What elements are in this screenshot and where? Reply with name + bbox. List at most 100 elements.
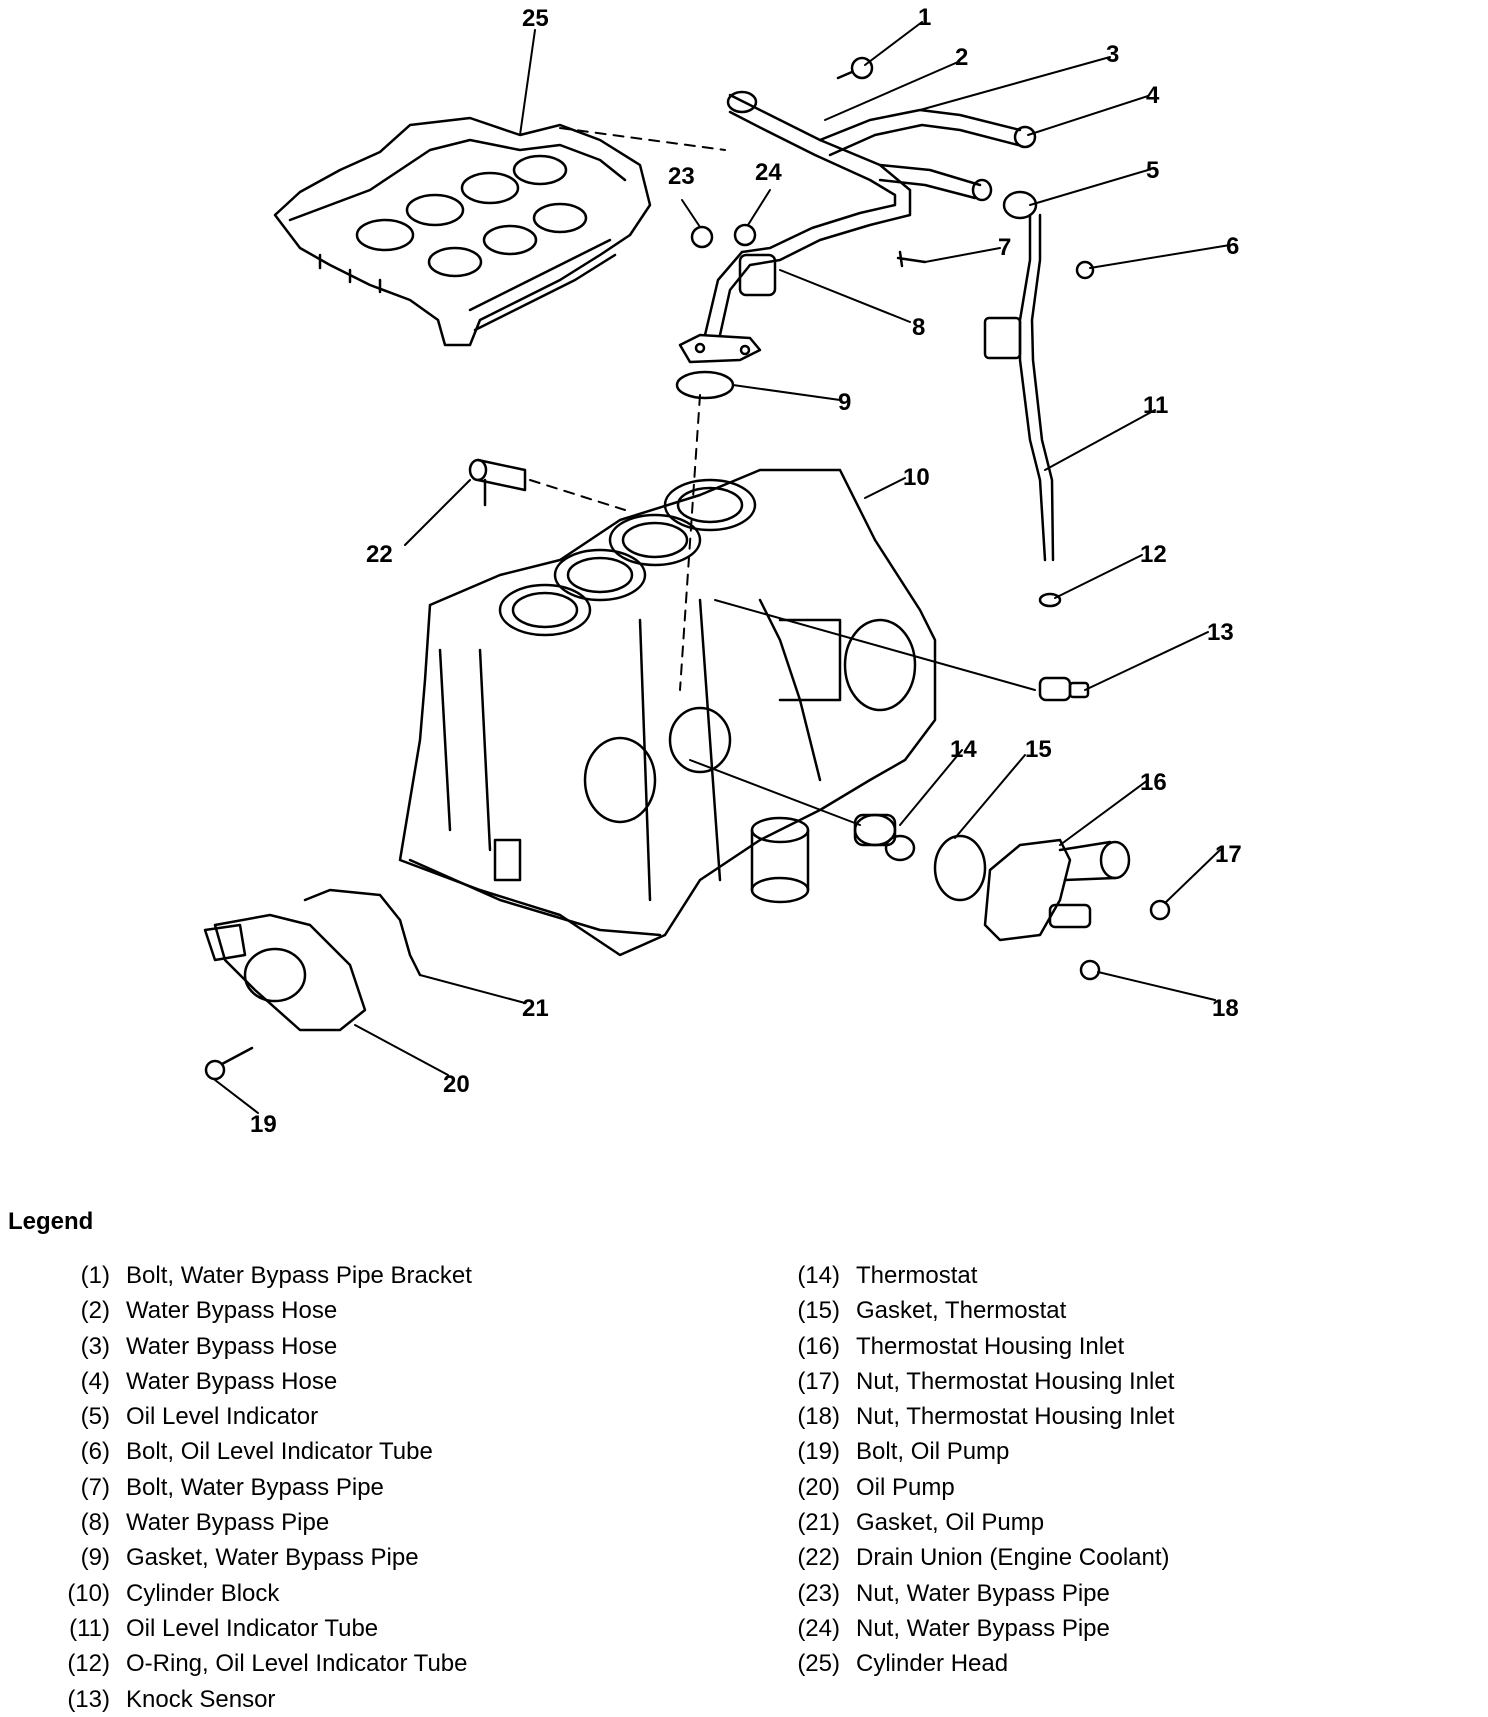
- legend-item-label: Knock Sensor: [126, 1685, 276, 1713]
- legend-item-label: Oil Level Indicator: [126, 1403, 319, 1431]
- legend-item: (23) Nut, Water Bypass Pipe: [780, 1576, 1174, 1611]
- legend-item-number: (15): [797, 1297, 840, 1325]
- legend-item-number: (20): [797, 1473, 840, 1501]
- thermostat-part: [853, 813, 916, 862]
- callout-15: 15: [1025, 736, 1052, 763]
- callout-3: 3: [1106, 41, 1119, 68]
- legend-item-number: (19): [797, 1438, 840, 1466]
- legend-item-label: Gasket, Water Bypass Pipe: [126, 1544, 419, 1572]
- nut-17-part: [1149, 899, 1171, 921]
- legend-item: (19) Bolt, Oil Pump: [780, 1434, 1174, 1469]
- legend-item-label: Water Bypass Hose: [126, 1297, 338, 1325]
- oil-level-indicator-part: [983, 190, 1095, 562]
- legend-item-label: Water Bypass Hose: [126, 1332, 338, 1360]
- exploded-view-diagram: 1 2 3 4 5 6 7 8 9 10 11 12 13 14 15 16 1…: [203, 4, 1242, 1138]
- legend-item-number: (4): [80, 1367, 110, 1395]
- legend-item-number: (24): [797, 1614, 840, 1642]
- callout-21: 21: [522, 995, 549, 1022]
- callout-24: 24: [755, 159, 782, 186]
- legend-title: Legend: [8, 1208, 94, 1235]
- legend-item-label: Oil Pump: [856, 1473, 955, 1501]
- legend-item-number: (8): [80, 1509, 110, 1537]
- legend-item: (24) Nut, Water Bypass Pipe: [780, 1611, 1174, 1646]
- legend-item-number: (21): [797, 1509, 840, 1537]
- legend-item-label: Oil Level Indicator Tube: [126, 1614, 379, 1642]
- drain-union-part: [468, 458, 527, 507]
- callout-9: 9: [838, 389, 851, 416]
- legend-item-number: (7): [80, 1473, 110, 1501]
- legend-item-number: (22): [797, 1544, 840, 1572]
- legend-item: (2) Water Bypass Hose: [40, 1293, 472, 1328]
- callout-13: 13: [1207, 619, 1234, 646]
- callout-12: 12: [1140, 541, 1167, 568]
- legend-item: (12) O-Ring, Oil Level Indicator Tube: [40, 1646, 472, 1681]
- legend-item-number: (2): [80, 1297, 110, 1325]
- legend-item-label: Bolt, Water Bypass Pipe: [126, 1473, 384, 1501]
- callout-7: 7: [998, 234, 1011, 261]
- callout-17: 17: [1215, 841, 1242, 868]
- callout-16: 16: [1140, 769, 1167, 796]
- legend-item-number: (12): [67, 1650, 110, 1678]
- gasket-water-bypass-part: [675, 370, 735, 400]
- callout-22: 22: [366, 541, 393, 568]
- legend-item: (13) Knock Sensor: [40, 1682, 472, 1717]
- callout-20: 20: [443, 1071, 470, 1098]
- legend-item-number: (6): [80, 1438, 110, 1466]
- legend-item-label: Bolt, Oil Level Indicator Tube: [126, 1438, 433, 1466]
- callout-6: 6: [1226, 233, 1239, 260]
- callout-18: 18: [1212, 995, 1239, 1022]
- legend-item-label: Bolt, Oil Pump: [856, 1438, 1010, 1466]
- callout-5: 5: [1146, 157, 1159, 184]
- legend-item-label: Cylinder Head: [856, 1650, 1009, 1678]
- callout-14: 14: [950, 736, 977, 763]
- callout-2: 2: [955, 44, 968, 71]
- legend-item-label: Bolt, Water Bypass Pipe Bracket: [126, 1262, 472, 1289]
- legend-item-label: Nut, Thermostat Housing Inlet: [856, 1403, 1175, 1431]
- legend-left-column: (1)Bolt, Water Bypass Pipe Bracket (2)Wa…: [40, 1258, 472, 1717]
- legend-item: (20) Oil Pump: [780, 1470, 1174, 1505]
- legend-item-label: Water Bypass Pipe: [126, 1509, 330, 1537]
- legend-item: (3)Water Bypass Hose: [40, 1329, 472, 1364]
- legend-item: (9) Gasket, Water Bypass Pipe: [40, 1540, 472, 1575]
- water-bypass-pipe-part: [678, 90, 1037, 364]
- legend-item: (7) Bolt, Water Bypass Pipe: [40, 1470, 472, 1505]
- callout-8: 8: [912, 314, 925, 341]
- legend-item-number: (16): [797, 1332, 840, 1360]
- callout-4: 4: [1146, 82, 1160, 109]
- legend-item: (4) Water Bypass Hose: [40, 1364, 472, 1399]
- legend-item-label: Nut, Water Bypass Pipe: [856, 1614, 1110, 1642]
- callout-23: 23: [668, 163, 695, 190]
- legend-item: (17)Nut, Thermostat Housing Inlet: [780, 1364, 1174, 1399]
- nut-18-part: [1079, 959, 1101, 981]
- bolt-pipe-part: [896, 250, 927, 268]
- gasket-oil-pump-part: [303, 888, 422, 977]
- legend-item-number: (17): [797, 1367, 840, 1395]
- cylinder-head-part: [273, 116, 652, 347]
- legend-item: (5) Oil Level Indicator: [40, 1399, 472, 1434]
- gasket-thermostat-part: [933, 834, 987, 902]
- callout-11: 11: [1143, 392, 1168, 419]
- legend-right-column: (14)Thermostat (15)Gasket, Thermostat (1…: [780, 1258, 1174, 1682]
- legend-item-number: (14): [797, 1262, 840, 1289]
- legend-item-number: (23): [797, 1579, 840, 1607]
- legend-item-number: (25): [797, 1650, 840, 1678]
- bolt-oil-pump-part: [204, 1046, 254, 1081]
- cylinder-block-part: [398, 468, 937, 957]
- legend-item-number: (13): [67, 1685, 110, 1713]
- legend-item: (10)Cylinder Block: [40, 1576, 472, 1611]
- knock-sensor-part: [1038, 676, 1090, 702]
- nut-23-part: [690, 225, 714, 249]
- bolt-bracket-part: [836, 56, 874, 80]
- legend-item-number: (10): [67, 1579, 110, 1607]
- legend-item: (11)Oil Level Indicator Tube: [40, 1611, 472, 1646]
- callout-19: 19: [250, 1111, 277, 1138]
- legend-item-label: Water Bypass Hose: [126, 1367, 338, 1395]
- legend-item-label: O-Ring, Oil Level Indicator Tube: [126, 1650, 468, 1678]
- legend-item-number: (5): [80, 1403, 110, 1431]
- legend-item-number: (9): [80, 1544, 110, 1572]
- callout-1: 1: [918, 4, 931, 31]
- legend-item-label: Nut, Water Bypass Pipe: [856, 1579, 1110, 1607]
- legend-item: (21)Gasket, Oil Pump: [780, 1505, 1174, 1540]
- legend-item: (18)Nut, Thermostat Housing Inlet: [780, 1399, 1174, 1434]
- legend-item: (6) Bolt, Oil Level Indicator Tube: [40, 1434, 472, 1469]
